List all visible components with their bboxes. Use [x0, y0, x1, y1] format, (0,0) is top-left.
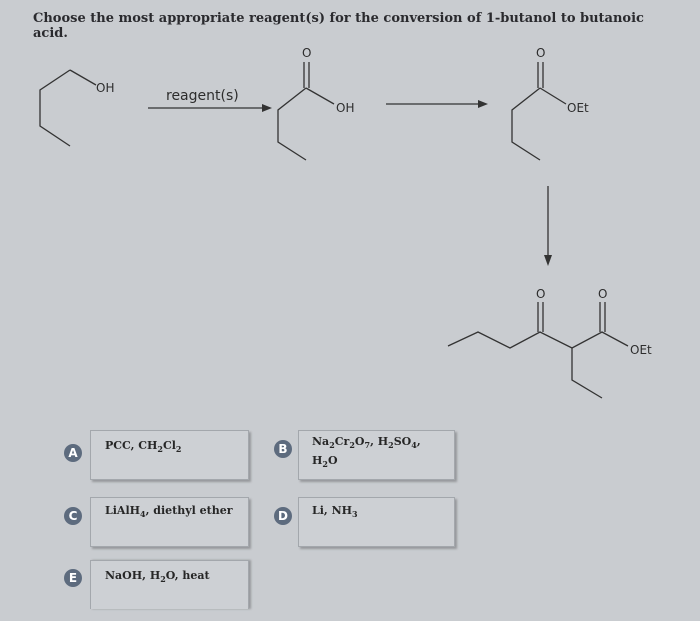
acid-structure	[277, 87, 307, 161]
choice-c-button[interactable]	[90, 497, 249, 547]
ester-oet-label: OEt	[567, 101, 589, 115]
choice-b-text[interactable]: Na2Cr2O7, H2SO4, H2O	[312, 435, 421, 470]
choice-c-badge[interactable]: C	[64, 507, 82, 525]
choice-a-button[interactable]	[90, 430, 249, 480]
reagent-label: reagent(s)	[166, 88, 239, 104]
ester-structure	[511, 87, 541, 161]
butanol-structure	[39, 69, 71, 147]
question-text: Choose the most appropriate reagent(s) f…	[33, 11, 644, 41]
choice-b-badge[interactable]: B	[274, 440, 292, 458]
choice-e-badge[interactable]: E	[64, 569, 82, 587]
product-o1-label: O	[536, 287, 545, 301]
choice-e-button[interactable]	[90, 560, 249, 609]
product-oet-label: OEt	[630, 343, 652, 357]
choice-a-text[interactable]: PCC, CH2Cl2	[105, 439, 182, 455]
ester-o-label: O	[536, 46, 545, 60]
butanol-oh-label: OH	[96, 81, 114, 95]
acid-o-label: O	[302, 46, 311, 60]
choice-e-text[interactable]: NaOH, H2O, heat	[105, 569, 210, 585]
choice-b-button[interactable]	[298, 430, 455, 480]
product-structure	[447, 331, 629, 349]
choice-d-button[interactable]	[298, 497, 455, 547]
product-o2-label: O	[598, 287, 607, 301]
choice-d-text[interactable]: Li, NH3	[312, 504, 358, 520]
acid-oh-label: OH	[336, 101, 354, 115]
choice-c-text[interactable]: LiAlH4, diethyl ether	[105, 504, 233, 520]
choice-d-badge[interactable]: D	[274, 507, 292, 525]
choice-a-badge[interactable]: A	[64, 444, 82, 462]
